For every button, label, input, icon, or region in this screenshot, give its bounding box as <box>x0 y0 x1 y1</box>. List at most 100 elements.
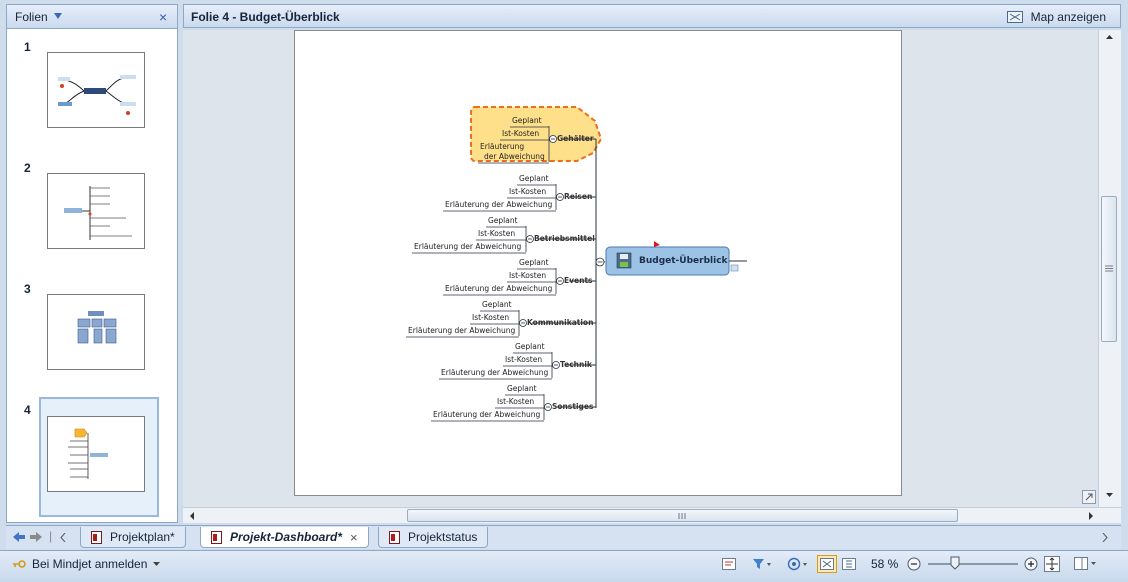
fit-page-icon[interactable] <box>1082 490 1096 504</box>
slides-pane-title: Folien <box>15 10 48 24</box>
mindjet-login-button[interactable]: Bei Mindjet anmelden <box>12 557 161 571</box>
thumbnail-number: 3 <box>24 282 31 296</box>
subtopic-label[interactable]: Erläuterung der Abweichung <box>441 368 549 377</box>
subtopic-label[interactable]: Geplant <box>515 342 545 351</box>
status-bar: Bei Mindjet anmelden 58 % <box>0 550 1128 582</box>
tab-label: Projektplan* <box>110 530 175 544</box>
zoom-slider-thumb[interactable] <box>950 556 960 570</box>
back-arrow-icon[interactable] <box>12 531 26 543</box>
vertical-scrollbar[interactable] <box>1098 30 1121 507</box>
map-view-button[interactable] <box>817 555 837 573</box>
subtopic-label-line: Erläuterung <box>480 142 525 151</box>
horizontal-scrollbar[interactable] <box>183 490 1121 523</box>
fit-map-icon[interactable] <box>1044 556 1060 572</box>
thumbnail-map-preview <box>64 186 132 240</box>
slide-view-icon <box>842 558 856 570</box>
tab-label: Projektstatus <box>408 530 478 544</box>
category-topic-label[interactable]: Kommunikation <box>527 318 594 327</box>
scroll-down-icon[interactable] <box>1105 492 1114 498</box>
subtopic-label[interactable]: Ist-Kosten <box>478 229 516 238</box>
subtopic-label[interactable]: Erläuterung der Abweichung <box>414 242 522 251</box>
mindmap-document-icon <box>91 530 102 544</box>
mind-map <box>406 106 747 422</box>
document-tabs-bar: | Projektplan* Projekt-Dashboard* × Proj… <box>6 525 1121 549</box>
notes-icon[interactable] <box>730 264 739 272</box>
central-topic-label: Budget-Überblick <box>639 256 728 266</box>
zoom-out-icon[interactable] <box>907 557 921 571</box>
tab-projektstatus[interactable]: Projektstatus <box>378 527 489 548</box>
slides-pane: Folien × 1 2 3 <box>6 4 178 523</box>
show-map-button[interactable]: Map anzeigen <box>1006 8 1106 26</box>
outline-icon <box>722 558 736 570</box>
thumbnail-number: 2 <box>24 161 31 175</box>
chevron-down-icon[interactable] <box>53 12 63 20</box>
close-tab-icon[interactable]: × <box>350 529 358 545</box>
outline-view-button[interactable] <box>719 555 739 573</box>
tab-projekt-dashboard[interactable]: Projekt-Dashboard* × <box>200 527 369 548</box>
chevron-down-icon <box>153 561 161 566</box>
slide-title-bar: Folie 4 - Budget-Überblick Map anzeigen <box>183 4 1121 28</box>
category-topic-label[interactable]: Sonstiges <box>552 402 594 411</box>
subtopic-label[interactable]: Ist-Kosten <box>497 397 535 406</box>
subtopic-label[interactable]: Geplant <box>482 300 512 309</box>
subtopic-label[interactable]: Erläuterung der Abweichung <box>408 326 516 335</box>
scroll-up-icon[interactable] <box>1105 34 1114 40</box>
vertical-scroll-thumb[interactable] <box>1101 196 1117 342</box>
forward-arrow-icon[interactable] <box>29 531 43 543</box>
thumbnail-map-preview <box>77 311 117 344</box>
layout-options-icon[interactable] <box>1074 557 1098 571</box>
category-topic-label[interactable]: Technik <box>560 360 592 369</box>
subtopic-label[interactable]: Erläuterung der Abweichung <box>445 284 553 293</box>
subtopic-label[interactable]: Ist-Kosten <box>509 187 547 196</box>
horizontal-scroll-thumb[interactable] <box>407 509 958 522</box>
filter-icon <box>753 559 771 569</box>
subtopic-label[interactable]: Geplant <box>512 116 542 125</box>
grip-icon <box>1105 265 1113 272</box>
category-topic-label[interactable]: Events <box>564 276 593 285</box>
subtopic-label[interactable]: Geplant <box>519 174 549 183</box>
flag-icon <box>654 241 660 247</box>
tab-label: Projekt-Dashboard* <box>230 530 343 544</box>
category-topic-label[interactable]: Reisen <box>564 192 593 201</box>
slide-view-button[interactable] <box>839 555 859 573</box>
filter-button[interactable] <box>748 555 776 573</box>
subtopic-label[interactable]: Erläuterung der Abweichung <box>445 200 553 209</box>
thumbnail-number: 4 <box>24 403 31 417</box>
scroll-left-icon[interactable] <box>189 512 195 520</box>
map-view-icon <box>820 558 834 570</box>
slide-thumbnail-4[interactable] <box>47 416 145 492</box>
subtopic-label[interactable]: Ist-Kosten <box>472 313 510 322</box>
category-topic-label[interactable]: Gehälter <box>557 134 594 143</box>
scroll-right-icon[interactable] <box>1088 512 1094 520</box>
subtopic-label[interactable]: Ist-Kosten <box>509 271 547 280</box>
subtopic-label-line: der Abweichung <box>484 152 545 161</box>
subtopic-label[interactable]: Ist-Kosten <box>502 129 540 138</box>
subtopic-label[interactable]: Erläuterung der Abweichung <box>433 410 541 419</box>
thumbnail-map-preview <box>58 75 136 115</box>
mindmap-document-icon <box>211 530 222 544</box>
tab-scroll-right-icon[interactable] <box>1102 533 1108 542</box>
subtopic-label[interactable]: Geplant <box>488 216 518 225</box>
focus-topic-button[interactable] <box>784 555 812 573</box>
zoom-slider-track[interactable] <box>928 563 1018 565</box>
category-topic-label[interactable]: Betriebsmittel <box>534 234 595 243</box>
slide-thumbnail-2[interactable] <box>47 173 145 249</box>
close-icon[interactable]: × <box>159 9 168 25</box>
map-icon <box>1006 11 1023 23</box>
zoom-in-icon[interactable] <box>1024 557 1038 571</box>
mindmap-document-icon <box>389 530 400 544</box>
slide-thumbnail-4-selection[interactable] <box>39 397 159 517</box>
tab-scroll-left-icon[interactable] <box>60 533 66 542</box>
tab-divider: | <box>49 529 53 543</box>
tab-projektplan[interactable]: Projektplan* <box>80 527 186 548</box>
subtopic-label[interactable]: Ist-Kosten <box>505 355 543 364</box>
login-label: Bei Mindjet anmelden <box>32 557 148 571</box>
subtopic-label[interactable]: Geplant <box>519 258 549 267</box>
page-title: Folie 4 - Budget-Überblick <box>191 10 340 24</box>
slide-thumbnail-1[interactable] <box>47 52 145 128</box>
subtopic-label[interactable]: Geplant <box>507 384 537 393</box>
slide-thumbnail-3[interactable] <box>47 294 145 370</box>
